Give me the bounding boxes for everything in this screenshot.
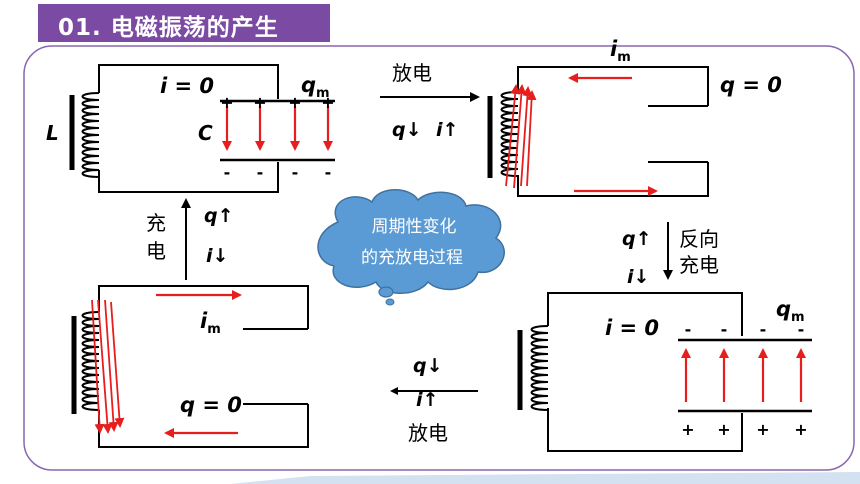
transition-top-q: q↓ xyxy=(392,119,422,141)
transition-right-label-1: 反向 xyxy=(679,227,719,251)
title-bar: 01. 电磁振荡的产生 xyxy=(38,4,330,42)
charge-label-4: q = 0 xyxy=(180,393,242,417)
circuit-stage-1: + + + + - - - - i = 0 qm L C xyxy=(46,64,335,193)
transition-top: 放电 q↓ i↑ xyxy=(380,61,480,141)
plus-sign: + xyxy=(321,93,334,112)
transition-right: 反向 充电 q↑ i↓ xyxy=(622,222,719,288)
minus-sign: - xyxy=(760,320,767,339)
plus-sign: + xyxy=(253,93,266,112)
transition-bottom: q↓ i↑ 放电 xyxy=(390,355,478,445)
cloud-line-1: 周期性变化 xyxy=(372,217,457,237)
circuit-stage-3: - - - - + + + + i = 0 qm xyxy=(517,292,812,452)
minus-sign: - xyxy=(798,320,805,339)
minus-sign: - xyxy=(325,163,332,182)
coil-4 xyxy=(81,311,100,411)
transition-left: 充 电 q↑ i↓ xyxy=(146,198,234,280)
plus-sign: + xyxy=(681,420,694,439)
transition-bottom-i: i↑ xyxy=(416,389,438,411)
charge-label-3: qm xyxy=(776,297,805,325)
charge-label-2: q = 0 xyxy=(720,73,782,97)
current-label-2: im xyxy=(610,37,631,65)
plus-sign: + xyxy=(794,420,807,439)
plus-sign: + xyxy=(756,420,769,439)
transition-left-i: i↓ xyxy=(206,245,228,267)
charge-label-1: qm xyxy=(301,73,330,101)
transition-right-label-2: 充电 xyxy=(679,253,719,277)
inductor-label: L xyxy=(46,121,59,145)
minus-sign: - xyxy=(257,163,264,182)
capacitor-label: C xyxy=(198,121,213,145)
transition-top-i: i↑ xyxy=(436,119,458,141)
transition-bottom-q: q↓ xyxy=(413,355,443,377)
circuit-stage-4: im q = 0 xyxy=(71,285,309,448)
plus-sign: + xyxy=(220,93,233,112)
coil-3 xyxy=(530,325,549,411)
current-label-1: i = 0 xyxy=(160,74,214,98)
current-label-3: i = 0 xyxy=(605,316,659,340)
transition-left-q: q↑ xyxy=(204,205,234,227)
cloud-line-2: 的充放电过程 xyxy=(361,248,463,268)
circuit-stage-2: im q = 0 xyxy=(487,37,782,197)
transition-left-label-2: 电 xyxy=(146,239,166,263)
transition-left-label-1: 充 xyxy=(146,211,166,235)
page-title: 01. 电磁振荡的产生 xyxy=(58,15,279,41)
cloud-callout: 周期性变化 的充放电过程 xyxy=(317,189,505,306)
plus-sign: + xyxy=(717,420,730,439)
minus-sign: - xyxy=(685,320,692,339)
transition-right-i: i↓ xyxy=(627,266,649,288)
coil-1 xyxy=(81,92,100,178)
minus-sign: - xyxy=(224,163,231,182)
current-label-4: im xyxy=(200,309,221,337)
transition-bottom-label: 放电 xyxy=(408,421,448,445)
plus-sign: + xyxy=(288,93,301,112)
minus-sign: - xyxy=(721,320,728,339)
transition-right-q: q↑ xyxy=(622,228,652,250)
transition-top-label: 放电 xyxy=(392,61,432,85)
minus-sign: - xyxy=(292,163,299,182)
footer-decoration xyxy=(230,472,860,484)
